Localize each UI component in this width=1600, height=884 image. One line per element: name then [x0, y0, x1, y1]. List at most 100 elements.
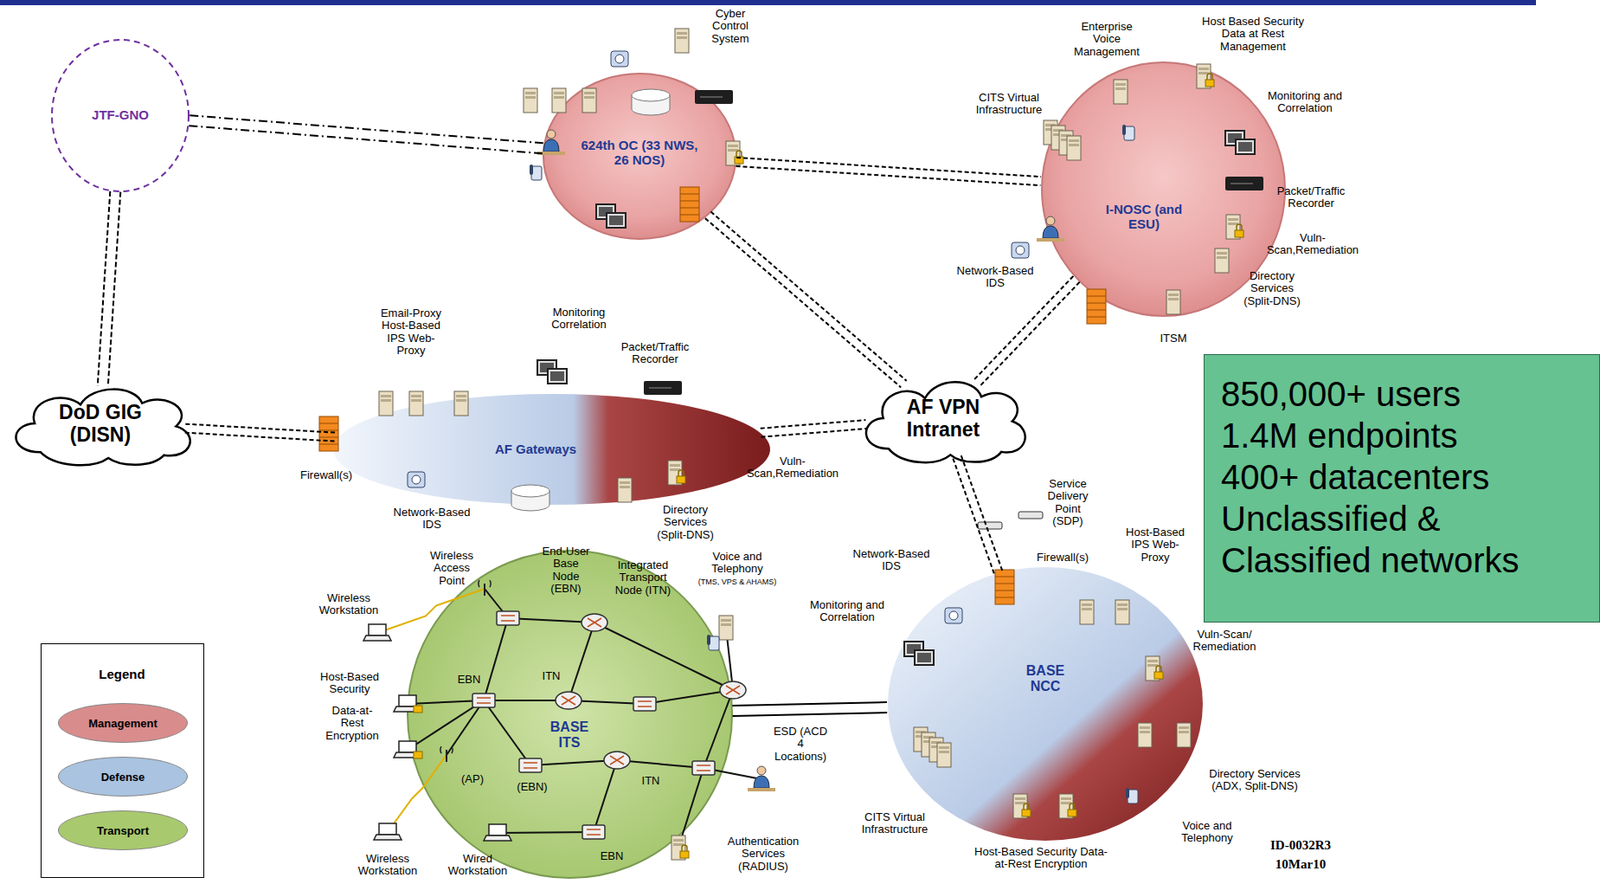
component-label: Host-Based Security — [314, 670, 385, 696]
component-label: Voice and Telephony — [1175, 819, 1239, 845]
router-arrows — [587, 617, 602, 627]
person-body — [1042, 225, 1059, 238]
server-bay — [1139, 730, 1151, 733]
component-label: Authentication Services (RADIUS) — [723, 835, 804, 873]
network-link — [108, 192, 122, 387]
camera-lens — [1015, 245, 1025, 255]
sdp-icon — [1018, 511, 1043, 519]
firewall-wall — [680, 186, 700, 222]
access-point-icon — [478, 579, 491, 596]
secure-server-icon — [1226, 214, 1244, 239]
antenna-mast — [483, 583, 486, 596]
secure-server-icon — [726, 141, 744, 166]
recorder-body — [1225, 176, 1264, 191]
operator-icon — [747, 765, 776, 791]
network-wire — [407, 700, 484, 750]
server-stack-icon — [1043, 120, 1081, 161]
its-wiring — [377, 588, 762, 848]
person-body — [753, 775, 770, 788]
lock-body — [413, 705, 423, 713]
monitor-icon — [904, 641, 934, 665]
component-label: Directory Services (Split-DNS) — [1237, 269, 1307, 308]
component-label: Vuln- Scan,Remediation — [1261, 231, 1364, 258]
component-label: (AP) — [461, 772, 484, 785]
lock-body — [1205, 79, 1215, 87]
phone-icon — [706, 634, 720, 650]
server-bay — [938, 745, 950, 749]
network-link — [736, 166, 1041, 186]
server-bay — [553, 91, 565, 95]
server-icon — [582, 88, 597, 113]
component-label: Wireless Workstation — [353, 852, 423, 878]
recorder-body — [694, 89, 733, 104]
network-wire — [483, 700, 531, 765]
network-link — [732, 712, 888, 716]
phone-handset — [1125, 787, 1130, 798]
legend-text: Management — [88, 716, 157, 730]
server-bay — [1068, 143, 1080, 147]
network-cloud: AF VPN Intranet — [852, 372, 1035, 464]
router-body — [719, 681, 746, 699]
laptop-screen — [398, 740, 417, 752]
network-wire — [483, 617, 508, 701]
switch-icon — [692, 760, 715, 775]
secure-server-icon — [1013, 793, 1031, 818]
server-body — [1214, 248, 1229, 273]
server-icon — [674, 28, 689, 53]
monitor-icon — [1225, 130, 1255, 155]
server-body — [409, 391, 424, 416]
server-body — [1166, 289, 1181, 315]
switch-body — [472, 693, 495, 707]
switch-body — [519, 758, 542, 772]
monitor-screen — [606, 212, 626, 228]
laptop-base — [393, 751, 422, 758]
server-body — [719, 615, 733, 640]
person-head — [1046, 216, 1055, 225]
person-head — [757, 765, 766, 775]
sdp-device — [977, 521, 1003, 529]
component-label: Host-Based Security Data-at-Rest Encrypt… — [970, 845, 1113, 871]
router-body — [604, 751, 630, 769]
monitor-panel — [1238, 141, 1253, 152]
server-icon — [552, 88, 566, 113]
monitor-screen — [914, 649, 934, 665]
server-bay — [676, 36, 688, 39]
server-bay — [380, 398, 392, 402]
phone-handset — [706, 634, 711, 645]
brick-line — [319, 423, 339, 425]
laptop-icon — [393, 694, 422, 712]
monitor-panel — [917, 652, 932, 662]
network-wire — [594, 622, 733, 690]
stats-box: 850,000+ users1.4M endpoints400+ datacen… — [1203, 353, 1600, 623]
server-bay — [553, 96, 565, 99]
laptop-screen — [488, 823, 507, 836]
legend-swatch: Defense — [57, 756, 188, 797]
network-link — [188, 125, 543, 154]
brick-line — [680, 207, 700, 209]
brick-line — [995, 583, 1015, 585]
wireless-link — [387, 754, 447, 832]
person-head — [546, 129, 556, 139]
camera-body — [610, 51, 629, 67]
command-ellipse: JTF-GNO — [51, 38, 190, 193]
server-stack-icon — [913, 726, 952, 767]
server-body — [379, 391, 393, 416]
switch-body — [496, 610, 520, 625]
lock-body — [676, 475, 686, 483]
monitor-panel — [550, 371, 565, 381]
component-label: Host-Based IPS Web-Proxy — [1122, 526, 1189, 564]
server-bay — [1198, 67, 1209, 71]
network-link — [705, 218, 901, 387]
phone-handset — [1122, 124, 1126, 135]
network-link — [761, 428, 868, 437]
network-wire — [568, 622, 595, 701]
switch-icon — [633, 696, 656, 711]
laptop-base — [483, 835, 512, 841]
legend-text: Transport — [96, 823, 149, 837]
document-id: 10Mar10 — [1275, 856, 1326, 872]
server-bay — [673, 838, 684, 842]
server-bay — [1081, 607, 1093, 611]
component-label: Network-Based IDS — [951, 264, 1039, 290]
component-label: Data-at- Rest Encryption — [321, 704, 383, 742]
component-label: Packet/Traffic Recorder — [1267, 185, 1355, 211]
